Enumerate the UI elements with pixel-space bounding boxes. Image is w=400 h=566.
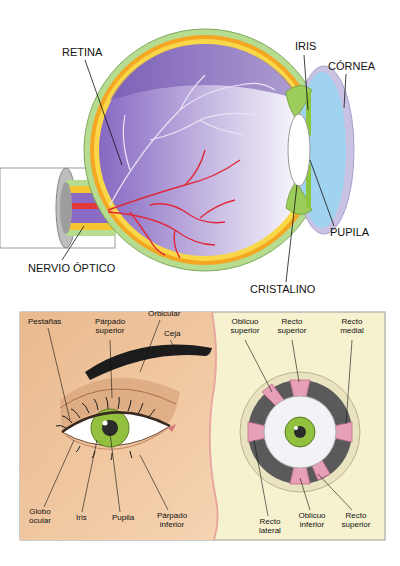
- vessel: [150, 113, 255, 140]
- part-label: NERVIO ÓPTICO: [28, 262, 115, 274]
- eyelashes: [56, 397, 155, 460]
- leader-line: [85, 60, 122, 165]
- leader-line: [82, 440, 97, 512]
- tear-duct: [168, 424, 176, 432]
- vessel: [200, 200, 235, 218]
- choroid: [94, 39, 316, 261]
- leader-line: [300, 478, 310, 510]
- leader-lines: [44, 320, 352, 516]
- lash: [71, 409, 80, 418]
- part-label: RETINA: [62, 46, 102, 58]
- vessel: [108, 160, 240, 210]
- vessel: [185, 150, 205, 185]
- retina: [99, 44, 311, 256]
- vessel: [174, 230, 180, 258]
- leader-line: [170, 340, 176, 350]
- lash: [148, 409, 155, 418]
- leader-line: [110, 433, 120, 512]
- leader-line: [286, 185, 297, 282]
- leader-line: [292, 340, 299, 382]
- lash: [111, 453, 112, 460]
- part-label: Recto medial: [335, 318, 369, 336]
- vessel: [150, 204, 225, 223]
- muscle: [248, 422, 266, 442]
- vessel: [108, 212, 215, 245]
- muscle: [334, 422, 352, 442]
- sclera: [84, 29, 326, 271]
- lash: [106, 397, 108, 409]
- leader-line: [48, 328, 70, 420]
- lash: [138, 403, 143, 414]
- leader-line: [254, 440, 268, 516]
- highlight: [294, 426, 298, 430]
- leader-line: [318, 474, 352, 510]
- lash: [82, 403, 89, 413]
- eyeball: [264, 396, 336, 468]
- lash: [76, 446, 80, 452]
- lens: [288, 114, 310, 186]
- part-label: Pupila: [112, 514, 134, 523]
- leader-lines: [62, 55, 346, 282]
- leader-line: [344, 74, 346, 108]
- lash: [130, 451, 132, 458]
- pupil: [294, 426, 306, 438]
- vessel: [240, 83, 275, 90]
- orbit-bone: [240, 372, 360, 492]
- blood-vessels: [108, 150, 240, 258]
- lash: [128, 400, 131, 411]
- leader-line: [245, 340, 272, 392]
- blood-vessels: [110, 75, 275, 205]
- leader-line: [310, 160, 334, 226]
- face-skin: [20, 312, 218, 540]
- nerve-cut: [60, 182, 72, 234]
- part-label: Iris: [76, 514, 87, 523]
- highlight: [103, 421, 108, 426]
- lash: [118, 397, 119, 409]
- leader-line: [62, 226, 84, 260]
- leader-line: [140, 455, 168, 510]
- part-label: Orbicular: [148, 310, 180, 319]
- lid-crease: [60, 389, 176, 408]
- lash: [62, 416, 72, 423]
- iris: [285, 417, 315, 447]
- part-label: Oblicuo superior: [223, 318, 267, 336]
- choroid: [90, 35, 320, 265]
- part-label: PUPILA: [330, 226, 369, 238]
- part-label: Párpado superior: [88, 318, 132, 336]
- part-label: CRISTALINO: [250, 283, 315, 295]
- vessel: [110, 85, 240, 205]
- vessel: [200, 120, 245, 135]
- panel-frame: [20, 312, 385, 540]
- part-label: Recto superior: [272, 318, 312, 336]
- part-label: Párpado inferior: [152, 512, 192, 530]
- leader-line: [44, 440, 74, 507]
- muscle: [290, 380, 310, 398]
- part-label: Pestañas: [28, 318, 61, 327]
- part-label: Ceja: [164, 330, 180, 339]
- orbit: [248, 380, 352, 484]
- leader-line: [110, 340, 112, 398]
- face-edge: [210, 312, 218, 540]
- part-label: Oblicuo inferior: [292, 512, 332, 530]
- part-label: Recto superior: [336, 512, 376, 530]
- retina-shade: [110, 44, 300, 100]
- vessel: [180, 75, 205, 110]
- vessel: [123, 115, 130, 170]
- muscle: [290, 466, 310, 484]
- part-label: Recto lateral: [252, 518, 288, 536]
- part-label: CÓRNEA: [328, 60, 375, 72]
- lower-lid-line: [66, 428, 168, 449]
- leader-line: [346, 340, 352, 424]
- vessel: [130, 212, 165, 255]
- leader-line: [304, 55, 308, 110]
- part-label: IRIS: [295, 40, 316, 52]
- part-label: Globo ocular: [23, 508, 57, 526]
- lash: [94, 399, 98, 410]
- eye-muscles: [248, 380, 352, 484]
- lash: [56, 425, 66, 428]
- leader-line: [140, 320, 160, 372]
